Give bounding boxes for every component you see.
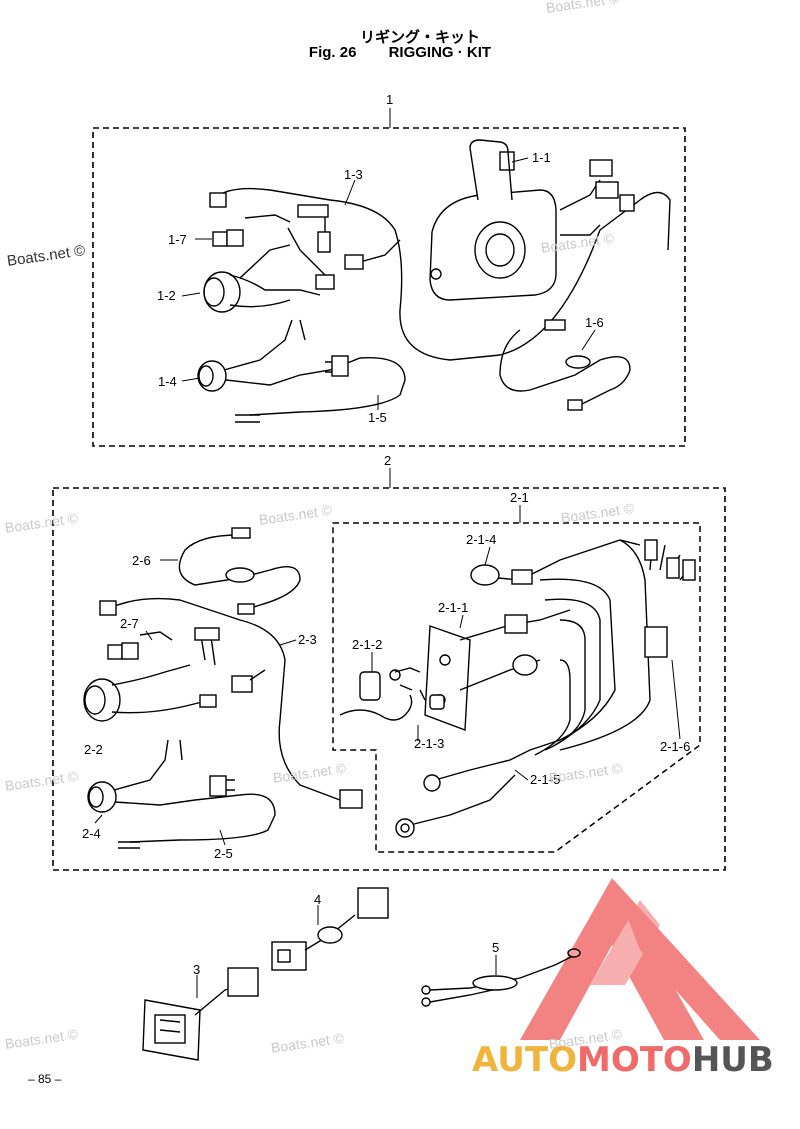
remote-control-box-icon (429, 189, 557, 301)
label-group-1: 1 (386, 92, 394, 107)
leader-lines (94, 108, 681, 998)
group-2-1-box (332, 522, 701, 853)
label-1-4: 1-4 (158, 374, 177, 389)
label-1-7: 1-7 (168, 232, 187, 247)
label-5: 5 (492, 940, 500, 955)
hour-meter-icon (197, 360, 227, 392)
loose-parts (142, 887, 581, 1061)
label-group-2: 2 (384, 453, 392, 468)
label-1-6: 1-6 (585, 315, 604, 330)
figure-number: Fig. 26 (308, 44, 357, 61)
label-2-4: 2-4 (82, 826, 101, 841)
extension-cable-icon (499, 329, 631, 406)
label-2-5: 2-5 (214, 846, 233, 861)
group-2-parts (83, 527, 696, 849)
title-japanese: リギング・キット (359, 29, 480, 46)
label-2-1-2: 2-1-2 (352, 637, 383, 652)
hour-meter-icon (87, 781, 117, 813)
logo-text-hub: HUB (691, 1040, 774, 1080)
logo-triangle-icon (520, 878, 760, 1040)
label-1-2: 1-2 (157, 288, 176, 303)
label-2-1-1: 2-1-1 (438, 600, 469, 615)
label-2-1-3: 2-1-3 (414, 736, 445, 751)
extension-cable-icon (178, 534, 301, 611)
switch-panel-icon (424, 625, 471, 731)
label-1-1: 1-1 (532, 150, 551, 165)
label-1-3: 1-3 (344, 167, 363, 182)
automotohub-logo: AUTOMOTOHUB (472, 1040, 774, 1080)
group-1-box (92, 127, 686, 447)
label-4: 4 (314, 892, 322, 907)
group-2-box (52, 487, 726, 871)
label-2-2: 2-2 (84, 742, 103, 757)
group-1-parts (197, 139, 671, 423)
page-number: – 85 – (28, 1072, 62, 1086)
fuse-holder-icon (429, 954, 576, 991)
figure-title: RIGGING · KIT (388, 44, 492, 61)
label-3: 3 (193, 962, 201, 977)
tachometer-gauge-icon (83, 678, 121, 722)
label-2-1: 2-1 (510, 490, 529, 505)
title-english: Fig. 26 RIGGING · KIT (0, 44, 800, 61)
label-2-3: 2-3 (298, 632, 317, 647)
label-2-6: 2-6 (132, 553, 151, 568)
connector-icon (395, 818, 415, 838)
label-2-7: 2-7 (120, 616, 139, 631)
buzzer-icon (470, 564, 500, 586)
logo-text-auto: AUTO (472, 1040, 577, 1080)
connector-icon (423, 774, 441, 792)
label-1-5: 1-5 (368, 410, 387, 425)
connector-icon (271, 941, 307, 971)
logo-text-moto: MOTO (576, 1040, 692, 1080)
label-2-1-5: 2-1-5 (530, 772, 561, 787)
key-icon (359, 671, 381, 701)
label-2-1-6: 2-1-6 (660, 739, 691, 754)
label-2-1-4: 2-1-4 (466, 532, 497, 547)
